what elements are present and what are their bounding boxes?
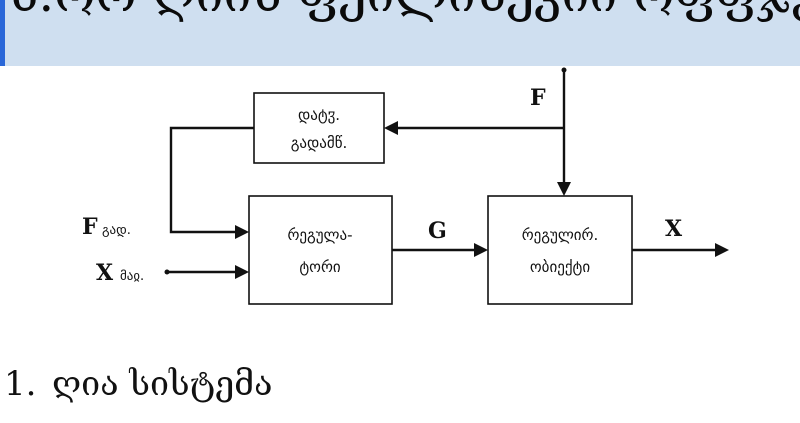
list-item: 1. ღია სისტემა [4, 362, 273, 406]
sensor-block-line2: გადამწ. [291, 134, 348, 152]
regulator-block-line1: რეგულა- [287, 226, 352, 244]
object-block: რეგულირ. ობიექტი [487, 195, 633, 305]
feedback-signal-symbol: F [82, 214, 98, 240]
title-accent-bar [0, 0, 5, 66]
feedback-path-arrow [169, 126, 254, 239]
regulator-block: რეგულა- ტორი [248, 195, 393, 305]
slide-title: ს.ორ ღიის ფეილისეკიი ოფფჯქი [8, 0, 800, 24]
control-signal-arrow [392, 243, 488, 257]
sensor-input-arrow [384, 121, 564, 135]
disturbance-signal-arrow [557, 67, 571, 196]
output-signal-label: X [665, 216, 683, 242]
setpoint-signal-symbol: X [96, 260, 114, 286]
sensor-block-line1: დატჳ. [298, 106, 340, 124]
sensor-block: დატჳ. გადამწ. [253, 92, 385, 164]
output-signal-arrow [632, 243, 729, 257]
regulator-block-line2: ტორი [299, 258, 341, 276]
list-item-number: 1. [4, 364, 37, 404]
object-block-line2: ობიექტი [530, 258, 590, 276]
object-block-line1: რეგულირ. [522, 226, 599, 244]
setpoint-signal-subscript: მაჲ. [120, 269, 144, 284]
list-item-text: ღია სისტემა [52, 364, 273, 404]
setpoint-input-arrow [164, 265, 249, 279]
disturbance-label: F [530, 85, 546, 111]
feedback-signal-subscript: გად. [102, 223, 131, 238]
title-bar: ს.ორ ღიის ფეილისეკიი ოფფჯქი [0, 0, 800, 66]
control-signal-label: G [428, 218, 447, 244]
